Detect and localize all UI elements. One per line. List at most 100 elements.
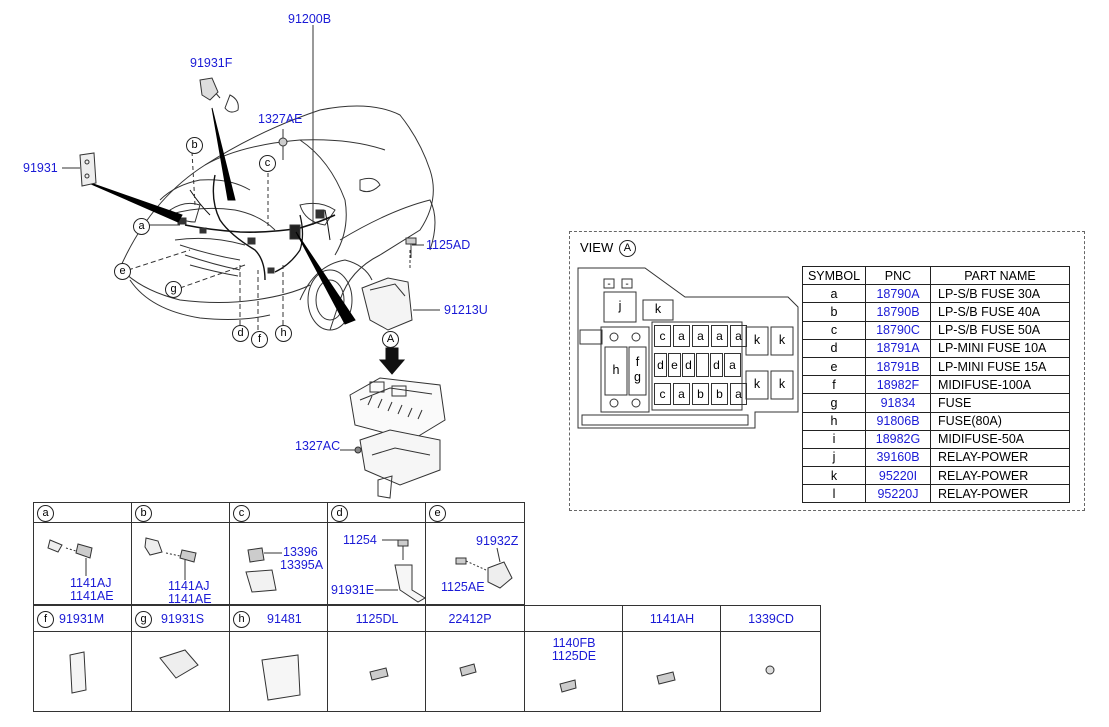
row-symbol: e [802, 356, 866, 377]
row-pnc-link[interactable]: 18790A [865, 284, 931, 304]
part-label-1125dl: 1125DL [355, 612, 399, 626]
fuse-slot: c [654, 383, 671, 405]
row-part-name: MIDIFUSE-50A [930, 429, 1070, 449]
fuse-slot [696, 353, 709, 377]
fuse-slot: a [673, 325, 690, 347]
view-a-title: VIEW A [580, 240, 636, 258]
row-pnc-link[interactable]: 18790B [865, 302, 931, 322]
part-label-1140fb: 1140FB [552, 636, 596, 650]
row-pnc-link[interactable]: 18790C [865, 320, 931, 340]
row-part-name: FUSE(80A) [930, 411, 1070, 431]
detail-callout-h: h [233, 611, 250, 628]
part-label-1327ac: 1327AC [295, 439, 341, 453]
fuse-cell-k: k [753, 333, 761, 347]
row-part-name: LP-S/B FUSE 40A [930, 302, 1070, 322]
part-label-91931m: 91931M [59, 612, 105, 626]
detail-callout-d: d [331, 505, 348, 522]
detail-callout-g: g [135, 611, 152, 628]
fuse-slot: a [724, 353, 741, 377]
fuse-cell-k: k [753, 377, 761, 391]
fuse-slot: c [654, 325, 671, 347]
callout-d: d [232, 325, 249, 342]
fuse-slot: e [668, 353, 681, 377]
row-part-name: RELAY-POWER [930, 484, 1070, 504]
callout-c: c [259, 155, 276, 172]
part-label-91931: 91931 [23, 161, 58, 175]
table-header-row: SYMBOL PNC PART NAME [802, 265, 1070, 286]
part-label-1141ae: 1141AE [70, 589, 114, 603]
detail-callout-f: f [37, 611, 54, 628]
row-pnc-link[interactable]: 95220I [865, 466, 931, 486]
part-label-91931e: 91931E [331, 583, 375, 597]
row-part-name: LP-S/B FUSE 30A [930, 284, 1070, 304]
part-label-13395a: 13395A [280, 558, 324, 572]
fuse-cell-j: j [618, 299, 622, 313]
part-label-1339cd: 1339CD [748, 612, 794, 626]
fuse-slot: a [730, 383, 747, 405]
part-label-1141aj: 1141AJ [70, 576, 112, 590]
part-label-91931s: 91931S [161, 612, 205, 626]
view-a-panel [569, 231, 1085, 511]
fuse-cell-k: k [778, 377, 786, 391]
row-part-name: LP-MINI FUSE 15A [930, 356, 1070, 377]
callout-a: a [133, 218, 150, 235]
fuse-row-1: c a a a a [654, 325, 747, 347]
part-label-13396: 13396 [283, 545, 318, 559]
fuse-cell-g: g [634, 370, 641, 384]
row-part-name: RELAY-POWER [930, 466, 1070, 486]
row-pnc-link[interactable]: 91806B [865, 411, 931, 431]
fuse-minus-1: - [607, 279, 611, 290]
part-label-1327ae: 1327AE [258, 112, 303, 126]
view-title-text: VIEW [580, 240, 614, 255]
row-part-name: LP-S/B FUSE 50A [930, 320, 1070, 340]
row-pnc-link[interactable]: 18982F [865, 375, 931, 395]
detail-callout-b: b [135, 505, 152, 522]
column-header-symbol: SYMBOL [802, 265, 866, 286]
row-part-name: RELAY-POWER [930, 447, 1070, 468]
part-label-91481: 91481 [267, 612, 302, 626]
part-label-11254: 11254 [343, 533, 377, 547]
callout-h: h [275, 325, 292, 342]
fuse-slot: a [730, 325, 747, 347]
row-part-name: FUSE [930, 393, 1070, 413]
fuse-slot: d [710, 353, 723, 377]
row-pnc-link[interactable]: 95220J [865, 484, 931, 504]
fuse-row-2: d e d d a [654, 353, 741, 377]
callout-f: f [251, 331, 268, 348]
row-pnc-link[interactable]: 18791A [865, 338, 931, 358]
row-part-name: MIDIFUSE-100A [930, 375, 1070, 395]
fuse-minus-2: - [625, 279, 629, 290]
fuse-slot: a [711, 325, 728, 347]
row-symbol: f [802, 375, 866, 395]
row-symbol: d [802, 338, 866, 358]
part-label-91931f: 91931F [190, 56, 233, 70]
row-symbol: k [802, 466, 866, 486]
row-part-name: LP-MINI FUSE 10A [930, 338, 1070, 358]
fuse-cell-k: k [778, 333, 786, 347]
part-label-1125ae: 1125AE [441, 580, 485, 594]
callout-g: g [165, 281, 182, 298]
view-arrow-callout: A [382, 331, 399, 348]
part-label-1141ah: 1141AH [649, 612, 695, 626]
fuse-cell-h: h [612, 363, 620, 377]
row-pnc-link[interactable]: 18791B [865, 356, 931, 377]
view-letter: A [618, 240, 636, 257]
fuse-slot: d [654, 353, 667, 377]
part-label-91213u: 91213U [444, 303, 488, 317]
column-header-part-name: PART NAME [930, 265, 1070, 286]
callout-b: b [186, 137, 203, 154]
fuse-slot: a [673, 383, 690, 405]
row-symbol: c [802, 320, 866, 340]
